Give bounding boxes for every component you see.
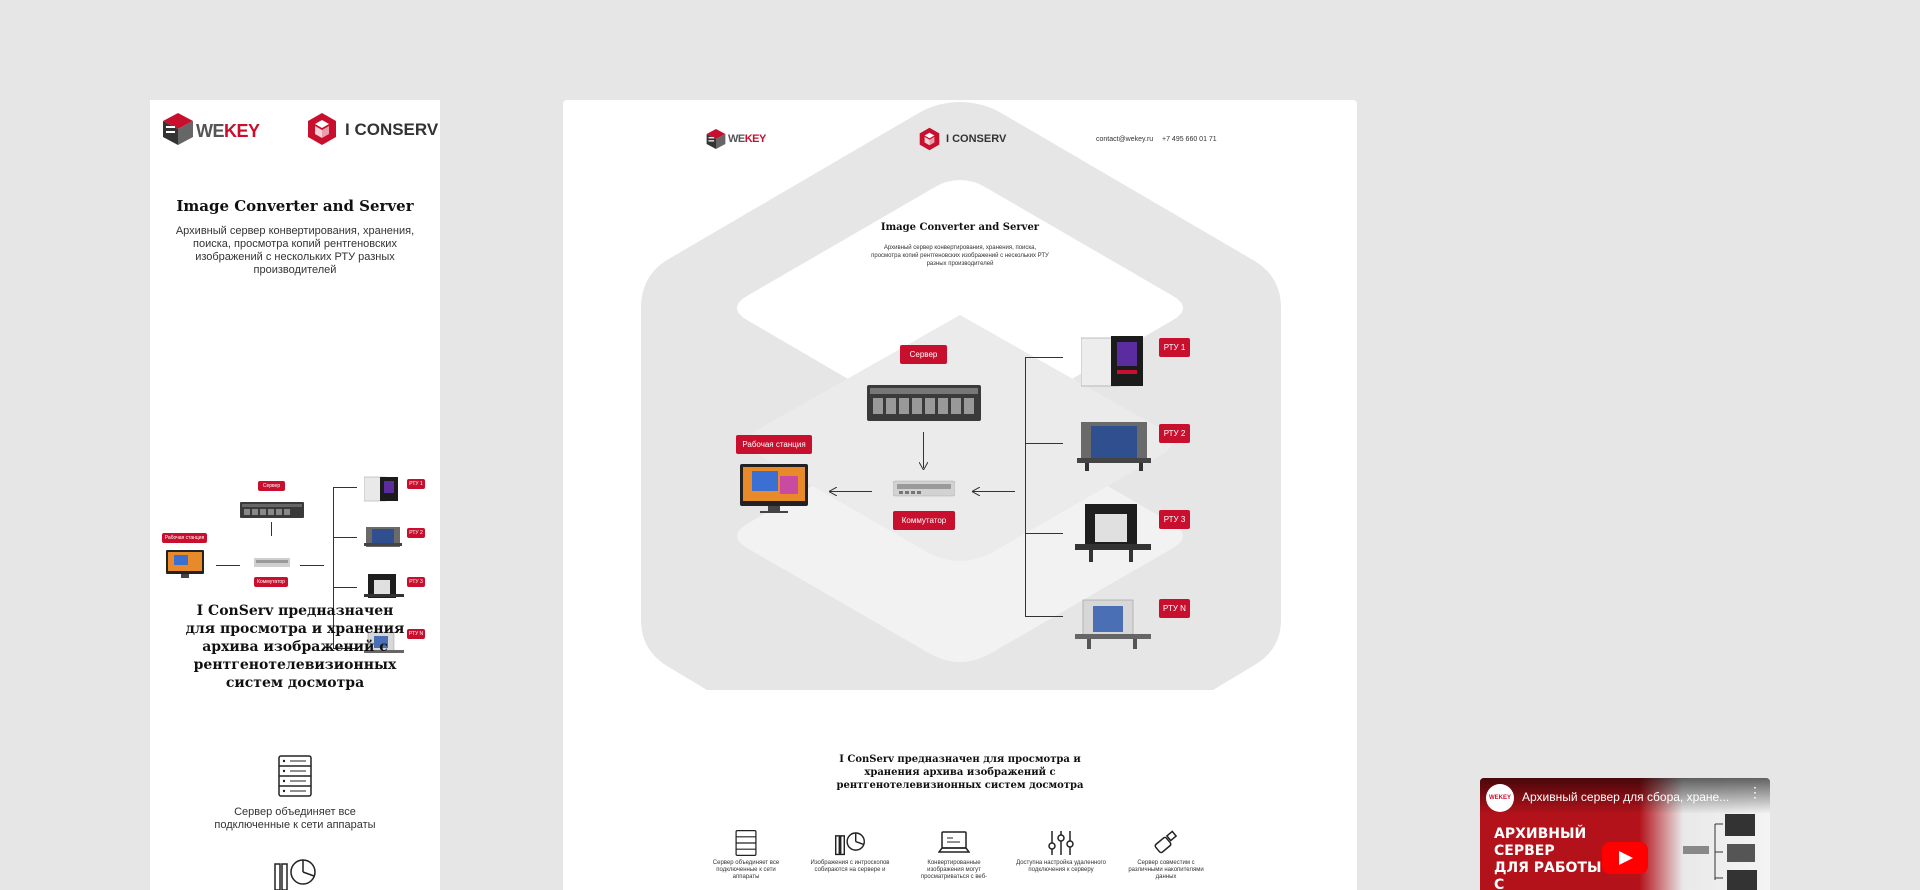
switch-image bbox=[893, 480, 955, 497]
server-image bbox=[867, 385, 981, 421]
server-rack-icon bbox=[278, 755, 312, 797]
feature-text: Изображения с интроскопов собираются на … bbox=[810, 860, 890, 873]
mobile-rtu2-image bbox=[364, 527, 402, 547]
iconserv-hex-icon bbox=[919, 127, 940, 151]
rtu2-image bbox=[1077, 422, 1151, 471]
usb-drive-icon bbox=[1154, 830, 1178, 854]
channel-avatar[interactable]: WEKEY bbox=[1486, 784, 1514, 812]
desktop-iconserv-logo[interactable]: I CONSERV bbox=[919, 127, 1009, 151]
iconserv-logo[interactable]: I CONSERV bbox=[307, 112, 438, 146]
rtu1-image bbox=[1081, 336, 1143, 387]
feature-item: Конвертированные изображения могут просм… bbox=[911, 830, 997, 881]
contact-phone-link[interactable]: +7 495 660 01 71 bbox=[1162, 136, 1217, 143]
server-tag: Сервер bbox=[900, 345, 947, 364]
wekey-logo-text-b: KEY bbox=[224, 121, 260, 141]
thumbnail-devices-image bbox=[1683, 814, 1757, 890]
mobile-server-image bbox=[240, 502, 304, 518]
mobile-rtu1-tag: РТУ 1 bbox=[407, 479, 425, 489]
arrow-left-icon bbox=[972, 487, 980, 496]
mobile-hero-title: Image Converter and Server bbox=[176, 197, 414, 215]
iconserv-hex-icon bbox=[308, 113, 336, 145]
feature-text: Доступна настройка удаленного подключени… bbox=[1016, 860, 1106, 873]
channel-avatar-text: WEKEY bbox=[1488, 795, 1511, 801]
rtun-image bbox=[1075, 599, 1151, 649]
thumb-line-2: ДЛЯ РАБОТЫ bbox=[1494, 860, 1602, 876]
wekey-cube-icon bbox=[706, 129, 726, 149]
images-chart-icon bbox=[835, 832, 865, 856]
mobile-switch-tag: Коммутатор bbox=[254, 577, 288, 587]
mobile-feature-1-text: Сервер объединяет все подключенные к сет… bbox=[214, 806, 376, 831]
wekey-cube-icon bbox=[163, 113, 193, 145]
desktop-network-diagram: Сервер Коммутатор Рабочая станция bbox=[563, 100, 1357, 660]
laptop-icon bbox=[938, 831, 970, 853]
video-thumbnail-text: АРХИВНЫЙ СЕРВЕР ДЛЯ РАБОТЫ С РЕНТГЕНОВСК… bbox=[1494, 826, 1644, 890]
mobile-rtun-image bbox=[364, 631, 404, 653]
rtu3-image bbox=[1075, 504, 1151, 562]
wekey-logo[interactable]: WEKEY bbox=[162, 112, 260, 146]
switch-tag: Коммутатор bbox=[893, 511, 955, 530]
wekey-logo-text-a: WE bbox=[196, 121, 225, 141]
mobile-rtu3-image bbox=[364, 574, 404, 598]
images-chart-icon bbox=[274, 859, 316, 890]
play-icon bbox=[1619, 851, 1633, 865]
rtu2-tag: РТУ 2 bbox=[1159, 424, 1190, 443]
mobile-server-tag: Сервер bbox=[258, 481, 285, 491]
mobile-hero-description: Архивный сервер конвертирования, хранени… bbox=[175, 225, 415, 276]
thumb-line-1: АРХИВНЫЙ СЕРВЕР bbox=[1494, 826, 1587, 859]
youtube-video-embed[interactable]: WEKEY Архивный сервер для сбора, хране..… bbox=[1480, 778, 1770, 890]
mobile-monitor-image bbox=[166, 550, 204, 578]
sliders-icon bbox=[1048, 831, 1074, 855]
mobile-rtu1-image bbox=[364, 476, 398, 502]
desktop-hero-description: Архивный сервер конвертирования, хранени… bbox=[871, 245, 1049, 267]
workstation-monitor-image bbox=[740, 464, 808, 513]
mobile-purpose-title: I ConServ предназначен для просмотра и х… bbox=[185, 603, 405, 691]
mobile-switch-image bbox=[254, 558, 290, 567]
mobile-network-diagram: Сервер Коммутатор Рабочая станция bbox=[150, 380, 440, 660]
feature-item: Доступна настройка удаленного подключени… bbox=[1015, 830, 1107, 874]
rtu3-tag: РТУ 3 bbox=[1159, 510, 1190, 529]
desktop-wekey-text-b: KEY bbox=[744, 133, 767, 145]
arrow-down-icon bbox=[919, 462, 928, 470]
mobile-preview-panel: WEKEY I CONSERV Image Converter and Serv… bbox=[150, 100, 440, 890]
mobile-rtun-tag: РТУ N bbox=[407, 629, 425, 639]
server-rack-icon bbox=[735, 830, 757, 856]
desktop-wekey-logo[interactable]: WEKEY bbox=[706, 128, 768, 150]
desktop-wekey-text-a: WE bbox=[728, 133, 745, 145]
mobile-rtu2-tag: РТУ 2 bbox=[407, 528, 425, 538]
desktop-hero-title: Image Converter and Server bbox=[880, 222, 1040, 233]
mobile-workstation-tag: Рабочая станция bbox=[162, 533, 207, 543]
more-options-icon[interactable]: ⋮ bbox=[1748, 784, 1762, 800]
feature-item: Изображения с интроскопов собираются на … bbox=[807, 830, 893, 874]
rtu1-tag: РТУ 1 bbox=[1159, 338, 1190, 357]
feature-text: Сервер совместим с различными накопителя… bbox=[1128, 860, 1204, 880]
desktop-preview-panel: WEKEY I CONSERV contact@wekey.ru +7 495 … bbox=[563, 100, 1357, 890]
feature-text: Сервер объединяет все подключенные к сет… bbox=[712, 860, 780, 880]
mobile-rtu3-tag: РТУ 3 bbox=[407, 577, 425, 587]
feature-item: Сервер объединяет все подключенные к сет… bbox=[703, 830, 789, 881]
feature-text: Конвертированные изображения могут просм… bbox=[920, 860, 988, 880]
desktop-iconserv-text: I CONSERV bbox=[946, 133, 1007, 145]
iconserv-logo-text: I CONSERV bbox=[345, 120, 439, 139]
rtun-tag: РТУ N bbox=[1159, 599, 1190, 618]
workstation-tag: Рабочая станция bbox=[736, 435, 812, 454]
thumb-line-3: С РЕНТГЕНОВСКИМИ bbox=[1494, 877, 1505, 890]
video-title[interactable]: Архивный сервер для сбора, хране... bbox=[1522, 790, 1730, 804]
feature-item: Сервер совместим с различными накопителя… bbox=[1123, 830, 1209, 881]
contact-email-link[interactable]: contact@wekey.ru bbox=[1096, 136, 1154, 143]
features-row: Сервер объединяет все подключенные к сет… bbox=[703, 830, 1223, 890]
arrow-left-icon bbox=[829, 487, 837, 496]
desktop-purpose-title: I ConServ предназначен для просмотра и х… bbox=[836, 754, 1084, 791]
play-button[interactable] bbox=[1602, 842, 1648, 874]
